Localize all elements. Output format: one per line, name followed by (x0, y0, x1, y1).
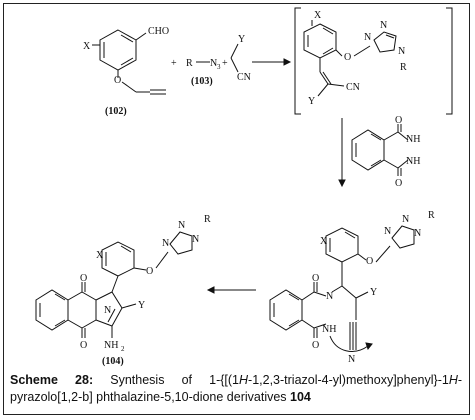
product-o2-label: O (80, 340, 87, 351)
product-x-label: X (96, 250, 104, 261)
plus-sign-2: + (222, 58, 228, 69)
compound-102-structure (92, 29, 166, 95)
adduct-y-label: Y (370, 287, 377, 298)
cyanomethyl-reagent (230, 43, 239, 73)
product-y-label: Y (138, 300, 145, 311)
product-o1-label: O (80, 273, 87, 284)
adduct-n2-label: N (402, 214, 409, 225)
adduct-n3-label: N (414, 228, 421, 239)
product-nh2-subscript: 2 (121, 345, 125, 353)
caption-text-1: Synthesis of 1-{[(1 (93, 373, 239, 387)
adduct-nh-label: NH (322, 324, 336, 335)
scheme-figure (3, 3, 470, 415)
compound-104-structure (35, 231, 193, 338)
reagent-y-label: Y (238, 34, 245, 45)
adduct-o-label: O (366, 256, 373, 267)
phthalhydrazide-nh2: NH (406, 156, 420, 167)
product-o-label: O (146, 266, 153, 277)
plus-sign-1: + (171, 58, 177, 69)
intermediate-o-label: O (344, 52, 351, 63)
phthalhydrazide-o2: O (395, 178, 402, 189)
caption-text-2: -1,2,3-triazol-4-yl)methoxy]phenyl}-1 (248, 373, 449, 387)
adduct-n1-label: N (384, 226, 391, 237)
caption-h-italic-2: H (448, 373, 458, 387)
compound-103-label: (103) (191, 76, 213, 87)
compound-102-label: (102) (105, 106, 127, 117)
reaction-arrow-2 (338, 118, 346, 188)
adduct-x-label: X (320, 236, 328, 247)
intermediate-x-label: X (314, 10, 322, 21)
caption-label: Scheme 28: (10, 373, 94, 387)
figure-caption: Scheme 28: Synthesis of 1-{[(1H-1,2,3-tr… (10, 372, 462, 406)
azide-r-label: R (186, 58, 193, 69)
product-nh2-label: NH (104, 340, 118, 351)
intermediate-r-label: R (400, 62, 407, 73)
aldehyde-label: CHO (148, 26, 169, 37)
intermediate-n1-label: N (364, 32, 371, 43)
adduct-n-label: N (326, 291, 333, 302)
reaction-scheme: CHO X O (102) + R N 3 (103) + Y CN X O N… (35, 7, 453, 367)
product-n3-label: N (192, 234, 199, 245)
adduct-o1-label: O (312, 273, 319, 284)
adduct-r-label: R (428, 210, 435, 221)
intermediate-y-label: Y (308, 96, 315, 107)
phthalhydrazide-nh1: NH (406, 134, 420, 145)
substituent-x-label: X (83, 41, 91, 52)
product-r-label: R (204, 214, 211, 225)
reaction-arrow-3 (206, 286, 256, 294)
intermediate-cn-label: CN (346, 82, 360, 93)
adduct-structure (269, 225, 415, 352)
azide-n-label: N (210, 58, 217, 69)
product-n-label: N (104, 305, 111, 316)
intermediate-bracket (294, 7, 453, 115)
adduct-o2-label: O (312, 340, 319, 351)
reagent-cn-label: CN (237, 72, 251, 83)
intermediate-n3-label: N (398, 46, 405, 57)
caption-text-3: -pyrazolo[1,2-b] phthalazine-5,10-dione … (10, 373, 463, 404)
caption-compound-number: 104 (290, 390, 311, 404)
azide-subscript: 3 (217, 63, 221, 71)
intermediate-n2-label: N (380, 20, 387, 31)
adduct-nitrile-n-label: N (348, 354, 355, 365)
intermediate-structure (303, 20, 397, 97)
product-n1-label: N (162, 238, 169, 249)
compound-104-label: (104) (102, 356, 124, 367)
phthalhydrazide-structure (351, 124, 409, 176)
reaction-arrow-1 (252, 58, 292, 66)
caption-h-italic-1: H (239, 373, 249, 387)
ether-oxygen-label: O (114, 75, 121, 86)
phthalhydrazide-o1: O (395, 115, 402, 126)
product-n2-label: N (178, 220, 185, 231)
